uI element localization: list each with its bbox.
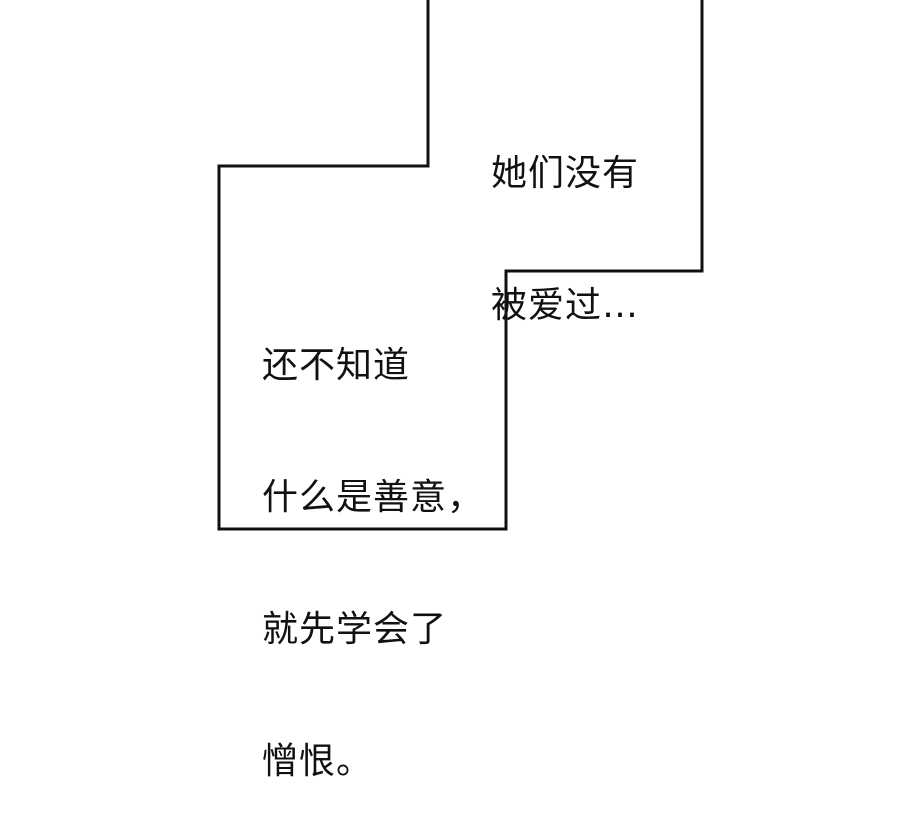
caption-line: 还不知道 [262, 345, 411, 386]
caption-line: 被爱过… [491, 285, 640, 326]
caption-line: 就先学会了 [262, 609, 448, 650]
panel-border [217, 0, 704, 531]
caption-line: 她们没有 [491, 153, 640, 194]
bottom-caption-box: 还不知道 什么是善意， 就先学会了 憎恨。 [262, 256, 484, 828]
caption-line: 什么是善意， [262, 477, 485, 518]
caption-line: 憎恨。 [262, 741, 374, 782]
speech-panel-outline [217, 0, 704, 531]
top-caption-box: 她们没有 被爱过… [491, 64, 639, 372]
